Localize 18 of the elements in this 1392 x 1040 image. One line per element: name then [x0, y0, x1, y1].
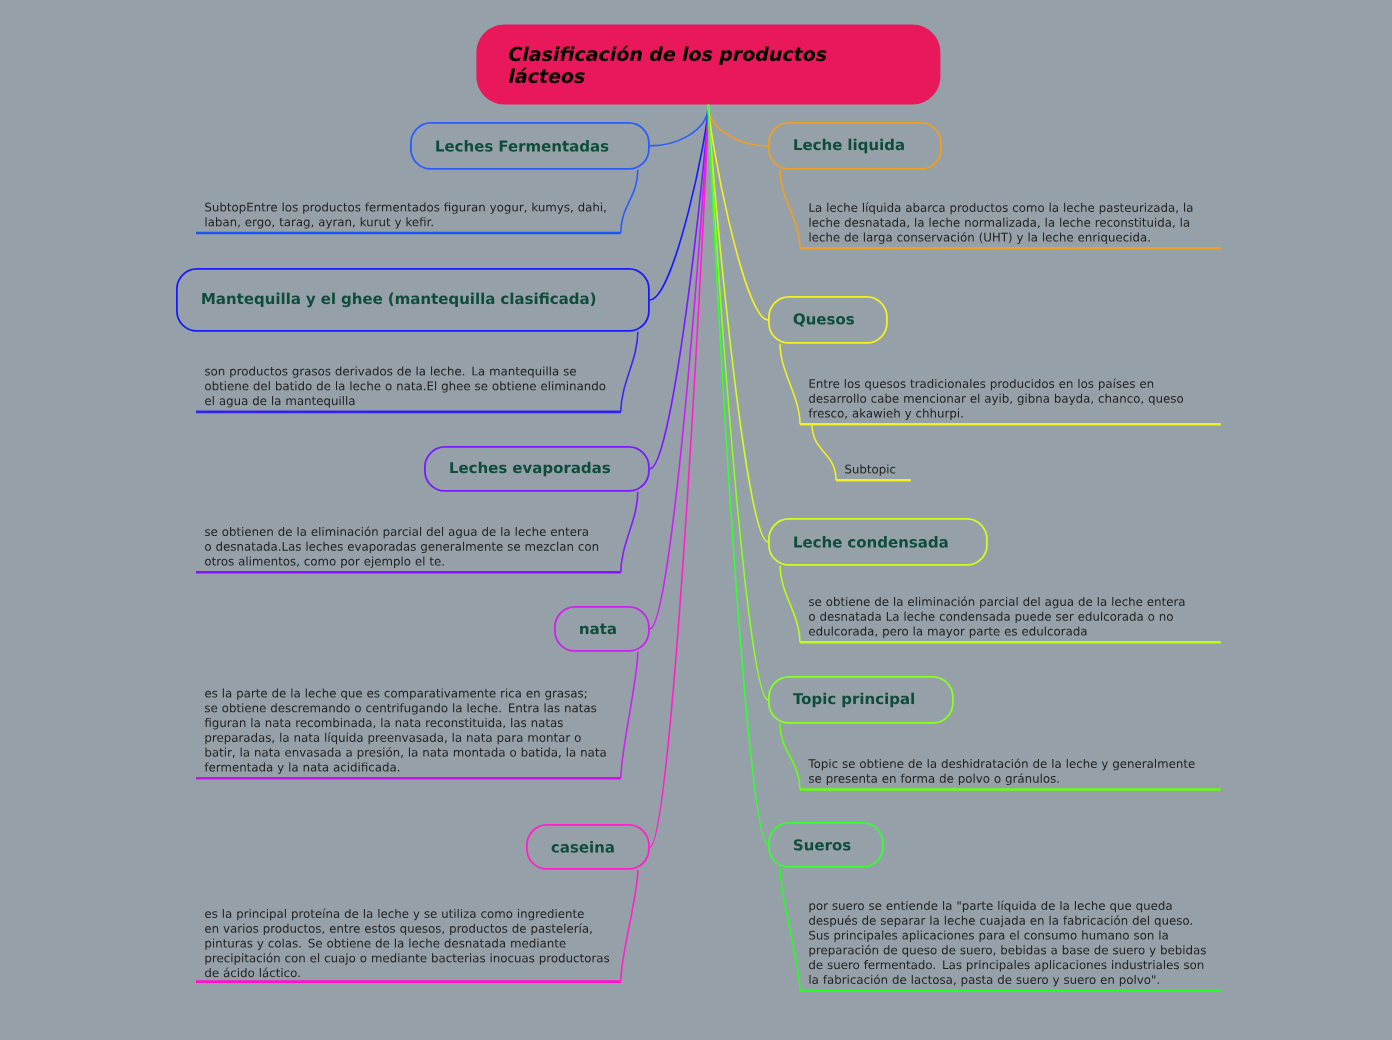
connector-line	[779, 169, 801, 250]
connector-line	[649, 104, 710, 630]
connector-line	[707, 104, 769, 147]
connector-line	[779, 565, 801, 644]
central-topic-box: Clasificación de los productos lácteos	[476, 24, 941, 105]
connector-line	[649, 104, 710, 301]
connector-line	[620, 869, 639, 983]
connector-line	[779, 867, 801, 992]
connector-line	[620, 169, 639, 234]
connector-line	[779, 723, 801, 791]
connector-line	[649, 104, 710, 147]
connector-line	[620, 491, 639, 574]
connector-line	[649, 104, 710, 848]
connector-line	[811, 423, 837, 482]
connector-line	[620, 331, 639, 413]
connector-line	[620, 651, 639, 780]
connector-line	[779, 343, 801, 426]
connector-line	[707, 104, 769, 846]
